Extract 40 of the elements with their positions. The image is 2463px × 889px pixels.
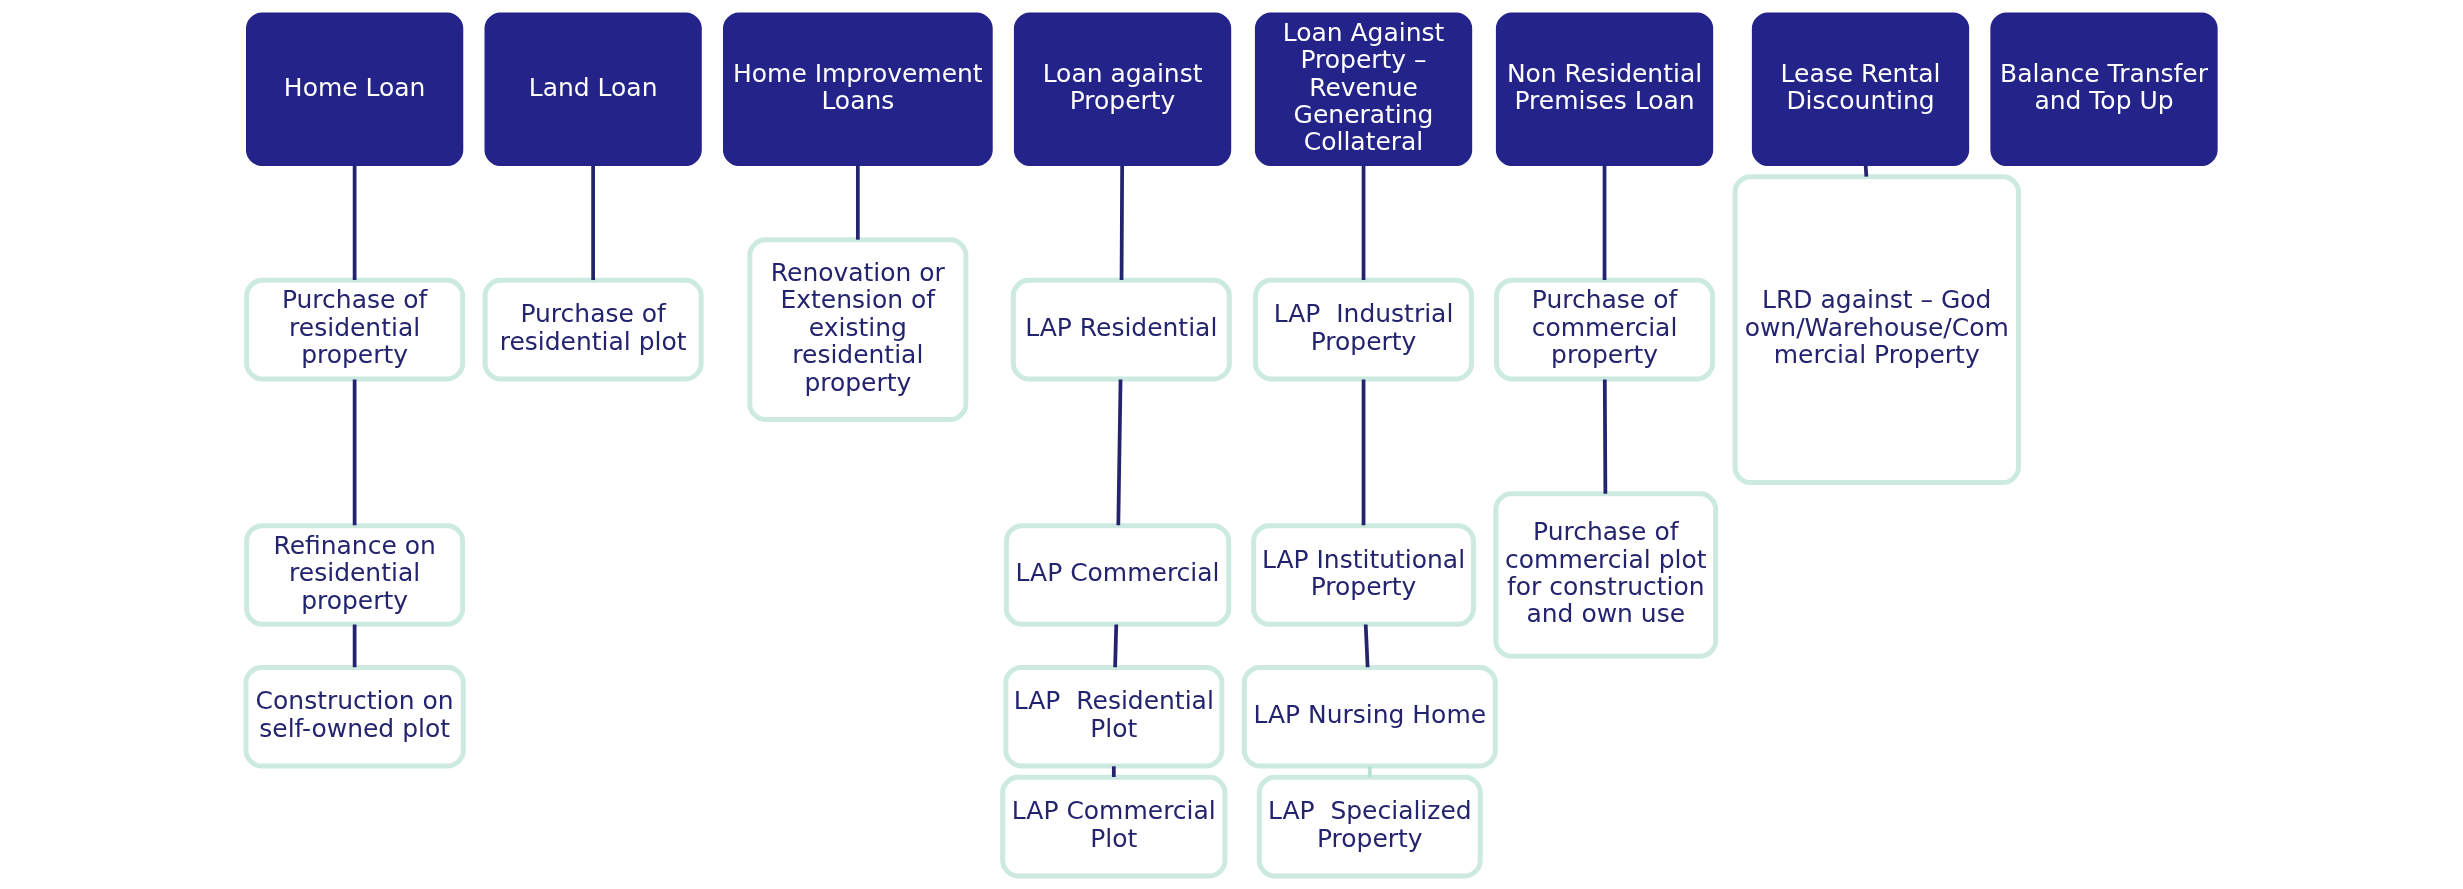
connector	[1367, 766, 1372, 778]
node-box: Construction on self-owned plot	[243, 664, 466, 769]
node-box: Home Loan	[246, 12, 464, 167]
connector	[1113, 624, 1119, 668]
node-box: LAP Industrial Property	[1253, 277, 1475, 382]
node-box: Purchase of commercial plot for construction and own use	[1493, 491, 1719, 659]
connector	[1361, 165, 1366, 281]
node-box: LAP Specialized Property	[1256, 774, 1483, 879]
node-box: Purchase of residential plot	[482, 277, 704, 382]
connector	[1119, 165, 1125, 281]
node-box: Home Improvement Loans	[723, 12, 993, 167]
connector	[1863, 165, 1869, 177]
node-box: Purchase of commercial property	[1494, 277, 1716, 382]
node-box: Loan against Property	[1013, 12, 1232, 167]
node-box: Non Residential Premises Loan	[1495, 12, 1714, 167]
node-box: LAP Residential Plot	[1003, 664, 1225, 769]
node-box: Land Loan	[484, 12, 702, 167]
node-box: Balance Transfer and Top Up	[1990, 12, 2218, 167]
node-box: LAP Commercial Plot	[1000, 774, 1228, 879]
connector	[1602, 165, 1607, 281]
node-box: LAP Institutional Property	[1251, 523, 1476, 627]
node-box: Renovation or Extension of existing residential property	[747, 237, 969, 423]
connector	[352, 379, 357, 526]
connector	[1116, 379, 1123, 526]
node-box: LRD against – Godown/Warehouse/Commercial Property	[1732, 174, 2021, 486]
node-box: Lease Rental Discounting	[1751, 12, 1970, 167]
node-box: Loan Against Property – Revenue Generating Collateral	[1254, 12, 1473, 167]
connector	[1111, 766, 1116, 778]
connector	[591, 165, 595, 281]
connector	[855, 165, 860, 240]
node-box: LAP Commercial	[1003, 523, 1232, 627]
connector	[1602, 379, 1608, 494]
connector	[1363, 624, 1370, 668]
node-box: Refinance on residential property	[244, 523, 466, 627]
connector	[352, 624, 357, 668]
connector	[1361, 379, 1366, 526]
node-box: LAP Nursing Home	[1241, 664, 1498, 769]
connector	[352, 165, 357, 281]
node-box: LAP Residential	[1010, 277, 1232, 382]
node-box: Purchase of residential property	[244, 277, 466, 382]
